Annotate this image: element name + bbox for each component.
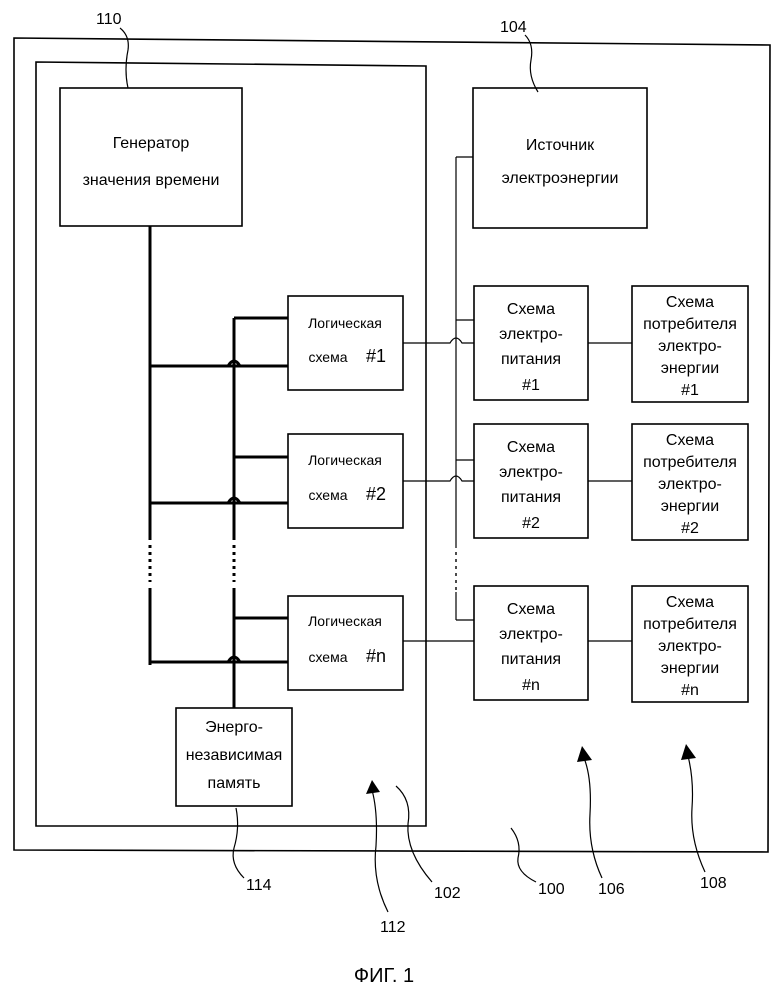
power-supply-circuit-n: Схема электро- питания #n [474, 586, 588, 700]
consumer-1-line-1: Схема [666, 294, 714, 311]
arrow-106 [577, 746, 592, 762]
figure-caption: ФИГ. 1 [354, 965, 414, 987]
supply-1-line-1: Схема [507, 301, 555, 318]
supply-1-line-2: электро- [499, 326, 563, 343]
consumer-n-number: #n [681, 682, 699, 699]
power-supply-circuit-2: Схема электро- питания #2 [474, 424, 588, 538]
timing-bus [150, 226, 288, 708]
consumer-n-line-2: потребителя [643, 616, 737, 633]
supply-n-number: #n [522, 677, 540, 694]
consumer-1-line-4: энергии [661, 360, 720, 377]
ref-100: 100 [538, 881, 565, 898]
consumer-n-line-1: Схема [666, 594, 714, 611]
logic-1-number: #1 [366, 346, 386, 366]
supply-2-number: #2 [522, 515, 540, 532]
supply-n-line-1: Схема [507, 601, 555, 618]
logic-2-line-2: схема [308, 487, 347, 503]
logic-1-line-2: схема [308, 349, 347, 365]
logic-n-line-1: Логическая [308, 613, 382, 629]
time-generator-line-2: значения времени [83, 172, 220, 189]
power-source: Источник электроэнергии [473, 88, 647, 228]
ref-114: 114 [246, 877, 272, 894]
power-consumer-circuit-n: Схема потребителя электро- энергии #n [632, 586, 748, 702]
supply-2-line-3: питания [501, 489, 561, 506]
consumer-2-line-4: энергии [661, 498, 720, 515]
ref-108: 108 [700, 875, 727, 892]
arrow-112 [366, 780, 380, 794]
consumer-n-line-4: энергии [661, 660, 720, 677]
consumer-1-line-2: потребителя [643, 316, 737, 333]
supply-2-line-1: Схема [507, 439, 555, 456]
logic-1-line-1: Логическая [308, 315, 382, 331]
time-value-generator: Генератор значения времени [60, 88, 242, 226]
consumer-1-number: #1 [681, 382, 699, 399]
power-consumer-circuit-1: Схема потребителя электро- энергии #1 [632, 286, 748, 402]
logic-circuit-1: Логическая схема #1 [288, 296, 403, 390]
logic-2-line-1: Логическая [308, 452, 382, 468]
power-source-line-2: электроэнергии [502, 170, 619, 187]
supply-1-line-3: питания [501, 351, 561, 368]
supply-n-line-3: питания [501, 651, 561, 668]
power-consumer-circuit-2: Схема потребителя электро- энергии #2 [632, 424, 748, 540]
memory-line-1: Энерго- [205, 719, 263, 736]
consumer-2-line-2: потребителя [643, 454, 737, 471]
ref-106: 106 [598, 881, 625, 898]
supply-n-line-2: электро- [499, 626, 563, 643]
supply-2-line-2: электро- [499, 464, 563, 481]
time-generator-line-1: Генератор [113, 135, 190, 152]
supply-1-number: #1 [522, 377, 540, 394]
consumer-2-line-3: электро- [658, 476, 722, 493]
logic-2-number: #2 [366, 484, 386, 504]
ref-104: 104 [500, 19, 527, 36]
memory-line-2: независимая [186, 747, 283, 764]
power-supply-circuit-1: Схема электро- питания #1 [474, 286, 588, 400]
power-source-line-1: Источник [526, 137, 595, 154]
logic-n-line-2: схема [308, 649, 347, 665]
consumer-2-line-1: Схема [666, 432, 714, 449]
logic-circuit-n: Логическая схема #n [288, 596, 403, 690]
consumer-n-line-3: электро- [658, 638, 722, 655]
arrow-108 [681, 744, 696, 760]
ref-112: 112 [380, 919, 406, 936]
ref-110: 110 [96, 11, 122, 28]
logic-circuit-2: Логическая схема #2 [288, 434, 403, 528]
consumer-2-number: #2 [681, 520, 699, 537]
consumer-1-line-3: электро- [658, 338, 722, 355]
memory-line-3: память [208, 775, 261, 792]
logic-n-number: #n [366, 646, 386, 666]
ref-102: 102 [434, 885, 461, 902]
non-volatile-memory: Энерго- независимая память [176, 708, 292, 806]
